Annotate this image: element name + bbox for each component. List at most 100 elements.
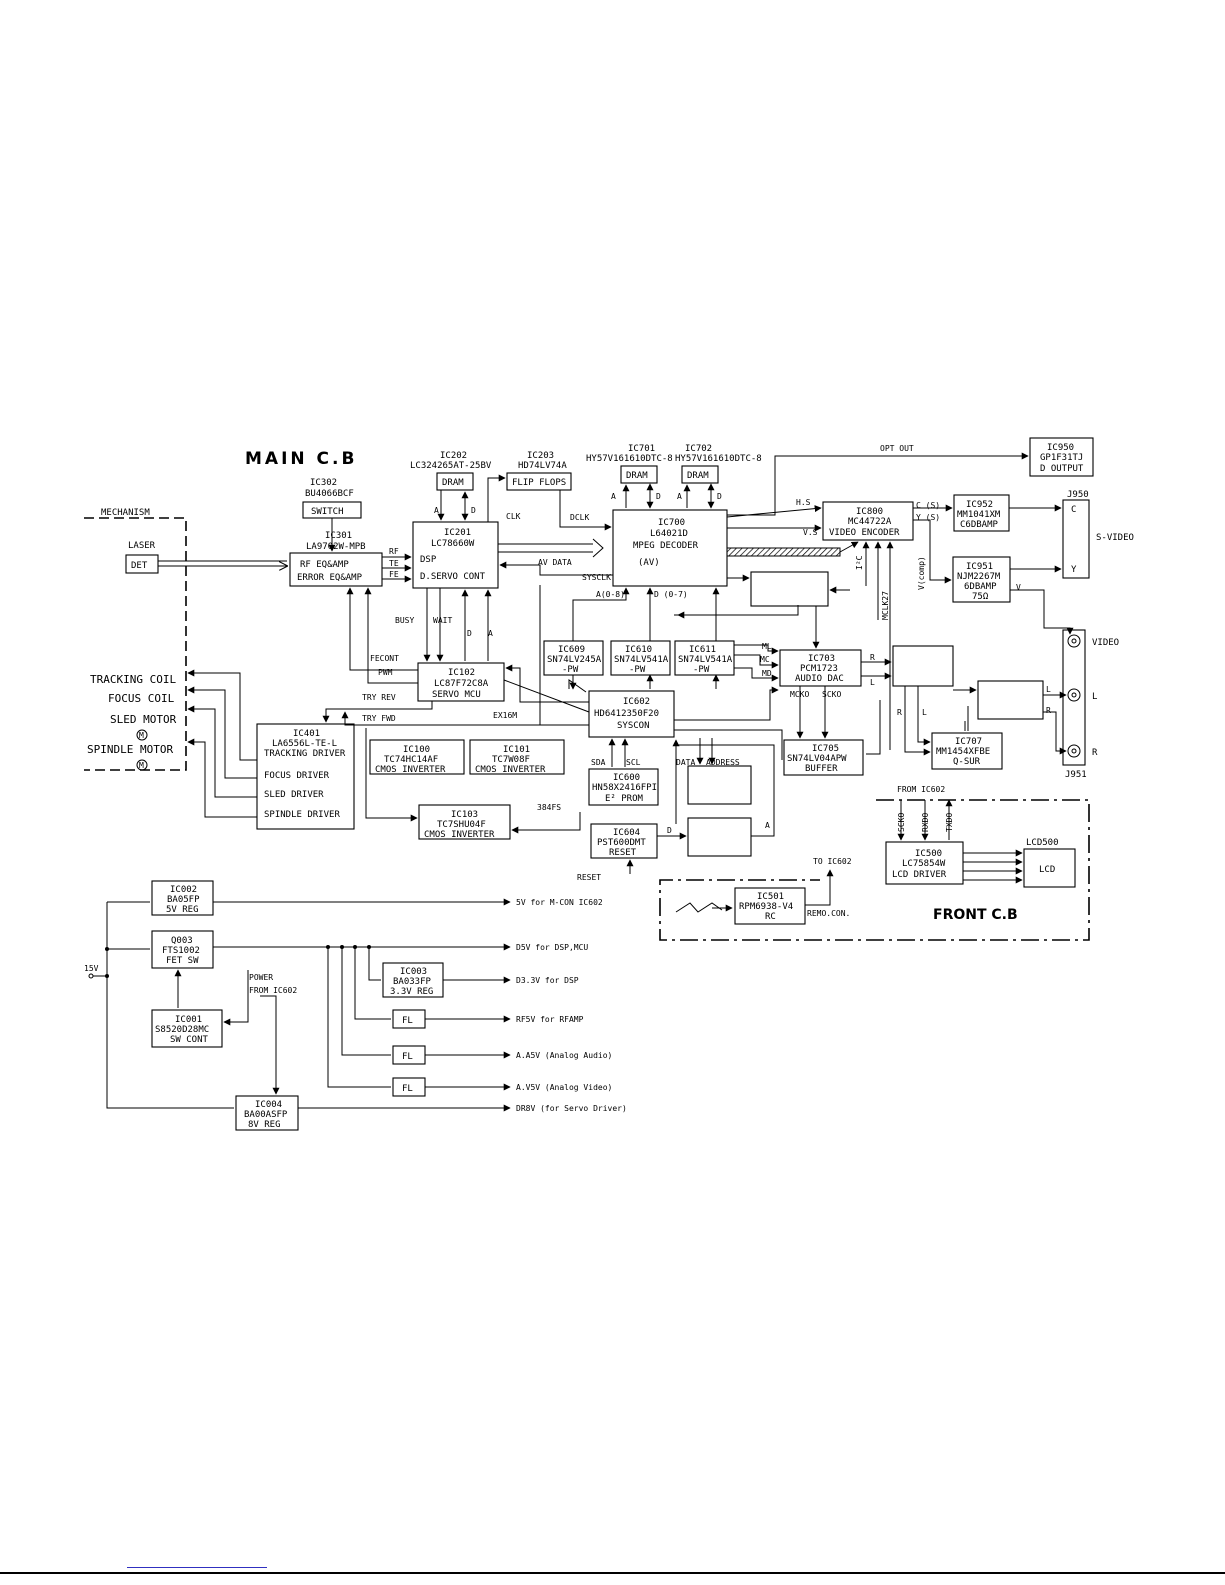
svg-text:FLIP FLOPS: FLIP FLOPS [512, 478, 566, 488]
svg-text:ADDRESS: ADDRESS [706, 758, 740, 767]
ic705-block: IC705 SN74LV04APW BUFFER [783, 739, 864, 776]
svg-text:IC100: IC100 [403, 745, 430, 755]
det-box [125, 554, 159, 574]
svg-text:PST600DMT: PST600DMT [597, 838, 646, 848]
svg-text:DRAM: DRAM [626, 471, 648, 481]
ic001-block: IC001 S8520D28MC SW CONT [151, 1009, 223, 1048]
svg-text:A: A [677, 492, 682, 501]
svg-text:RXD0: RXD0 [921, 813, 930, 832]
svg-text:HY57V161610DTC-8: HY57V161610DTC-8 [675, 454, 762, 464]
svg-text:MCLK27: MCLK27 [881, 591, 890, 620]
svg-text:RPM6938-V4: RPM6938-V4 [739, 902, 793, 912]
svg-text:HD74LV74A: HD74LV74A [518, 461, 567, 471]
svg-text:FTS1002: FTS1002 [162, 946, 200, 956]
svg-text:SDA: SDA [591, 758, 606, 767]
svg-text:3.3V REG: 3.3V REG [390, 987, 433, 997]
svg-text:R: R [1092, 748, 1098, 758]
q003-block: Q003 FTS1002 FET SW [151, 930, 214, 969]
svg-text:IC203: IC203 [527, 451, 554, 461]
svg-text:CMOS INVERTER: CMOS INVERTER [424, 830, 495, 840]
svg-text:RESET: RESET [577, 873, 601, 882]
svg-text:M: M [139, 731, 144, 740]
svg-text:HY57V161610DTC-8: HY57V161610DTC-8 [586, 454, 673, 464]
svg-text:MM1041XM: MM1041XM [957, 510, 1001, 520]
svg-text:SCKO: SCKO [897, 813, 906, 832]
svg-text:BUFFER: BUFFER [805, 764, 838, 774]
video-jack-icon [1067, 634, 1081, 648]
svg-text:IC600: IC600 [613, 773, 640, 783]
page-bottom-rule [0, 1572, 1225, 1574]
ic500-block: IC500 LC75854W LCD DRIVER [885, 841, 964, 885]
svg-text:IC401: IC401 [293, 729, 320, 739]
svg-text:IC702: IC702 [685, 444, 712, 454]
ic800-block: IC800 MC44722A VIDEO ENCODER [822, 501, 914, 541]
svg-text:LA9702W-MPB: LA9702W-MPB [306, 542, 366, 552]
svg-text:IC604: IC604 [613, 828, 640, 838]
svg-text:Y (S): Y (S) [916, 513, 940, 522]
svg-text:VIDEO ENCODER: VIDEO ENCODER [829, 528, 900, 538]
spindle-motor-label: SPINDLE MOTOR [87, 743, 173, 756]
svg-text:S-VIDEO: S-VIDEO [1096, 533, 1134, 543]
svg-text:A: A [488, 629, 493, 638]
svg-text:6DBAMP: 6DBAMP [964, 582, 997, 592]
svg-text:D OUTPUT: D OUTPUT [1040, 464, 1084, 474]
svg-text:V(comp): V(comp) [917, 556, 926, 590]
ic102-block: IC102 LC87F72C8A SERVO MCU [417, 662, 505, 702]
ic101-block: IC101 TC7W08F CMOS INVERTER [469, 739, 565, 775]
audio-l-jack-icon [1067, 688, 1081, 702]
svg-text:5V REG: 5V REG [166, 905, 199, 915]
svg-text:J950: J950 [1067, 490, 1089, 500]
svg-text:AUDIO DAC: AUDIO DAC [795, 674, 844, 684]
ic701-block: IC701 HY57V161610DTC-8 DRAM [586, 444, 673, 484]
svg-text:DCLK: DCLK [570, 513, 589, 522]
svg-text:L64021D: L64021D [650, 529, 688, 539]
svg-text:FL: FL [402, 1084, 413, 1094]
ic100-block: IC100 TC74HC14AF CMOS INVERTER [369, 739, 465, 775]
svg-text:IC700: IC700 [658, 518, 685, 528]
supply-rf5v: RF5V for RFAMP [516, 1015, 584, 1024]
supply-aa5v: A.A5V (Analog Audio) [516, 1051, 612, 1060]
svg-text:D: D [717, 492, 722, 501]
svg-text:D: D [667, 826, 672, 835]
svg-text:D: D [467, 629, 472, 638]
unlabeled-box-5 [687, 817, 752, 857]
svg-text:EX16M: EX16M [493, 711, 517, 720]
svg-text:DATA: DATA [676, 758, 695, 767]
ic602-block: IC602 HD6412350F20 SYSCON [588, 690, 675, 738]
svg-text:SW CONT: SW CONT [170, 1035, 209, 1045]
lcd500-block: LCD500 LCD [1023, 838, 1076, 888]
svg-text:SN74LV245A: SN74LV245A [547, 655, 602, 665]
svg-text:CMOS INVERTER: CMOS INVERTER [375, 765, 446, 775]
svg-text:C (S): C (S) [916, 501, 940, 510]
svg-text:SCKO: SCKO [822, 690, 841, 699]
ic401-block: IC401 LA6556L-TE-L TRACKING DRIVER FOCUS… [256, 723, 355, 830]
svg-text:D (0-7): D (0-7) [654, 590, 688, 599]
svg-text:BUSY: BUSY [395, 616, 414, 625]
svg-text:IC951: IC951 [966, 562, 993, 572]
svg-text:FL: FL [402, 1016, 413, 1026]
svg-text:IC004: IC004 [255, 1100, 282, 1110]
svg-text:E² PROM: E² PROM [605, 794, 644, 804]
supply-dr8v: DR8V (for Servo Driver) [516, 1104, 627, 1113]
svg-text:SLED DRIVER: SLED DRIVER [264, 790, 324, 800]
svg-text:H.S: H.S [796, 498, 811, 507]
svg-text:IC701: IC701 [628, 444, 655, 454]
svg-text:A(0-8): A(0-8) [596, 590, 625, 599]
sled-motor-icon [136, 729, 148, 741]
svg-text:IC002: IC002 [170, 885, 197, 895]
svg-text:Q003: Q003 [171, 936, 193, 946]
ic103-block: IC103 TC7SHU04F CMOS INVERTER [418, 804, 511, 840]
svg-text:TC7SHU04F: TC7SHU04F [437, 820, 486, 830]
j951-jack: VIDEO L R J951 [1062, 629, 1119, 780]
front-cb-title: FRONT C.B [933, 907, 1018, 923]
svg-text:REMO.CON.: REMO.CON. [807, 909, 850, 918]
svg-text:SYSCLK: SYSCLK [582, 573, 611, 582]
svg-text:IC707: IC707 [955, 737, 982, 747]
audio-r-jack-icon [1067, 744, 1081, 758]
ic610-block: IC610 SN74LV541A -PW [610, 640, 671, 676]
svg-text:LC87F72C8A: LC87F72C8A [434, 679, 489, 689]
unlabeled-box-3 [977, 680, 1044, 720]
svg-text:MC: MC [760, 655, 770, 664]
ic702-block: IC702 HY57V161610DTC-8 DRAM [675, 444, 762, 484]
svg-text:IC003: IC003 [400, 967, 427, 977]
